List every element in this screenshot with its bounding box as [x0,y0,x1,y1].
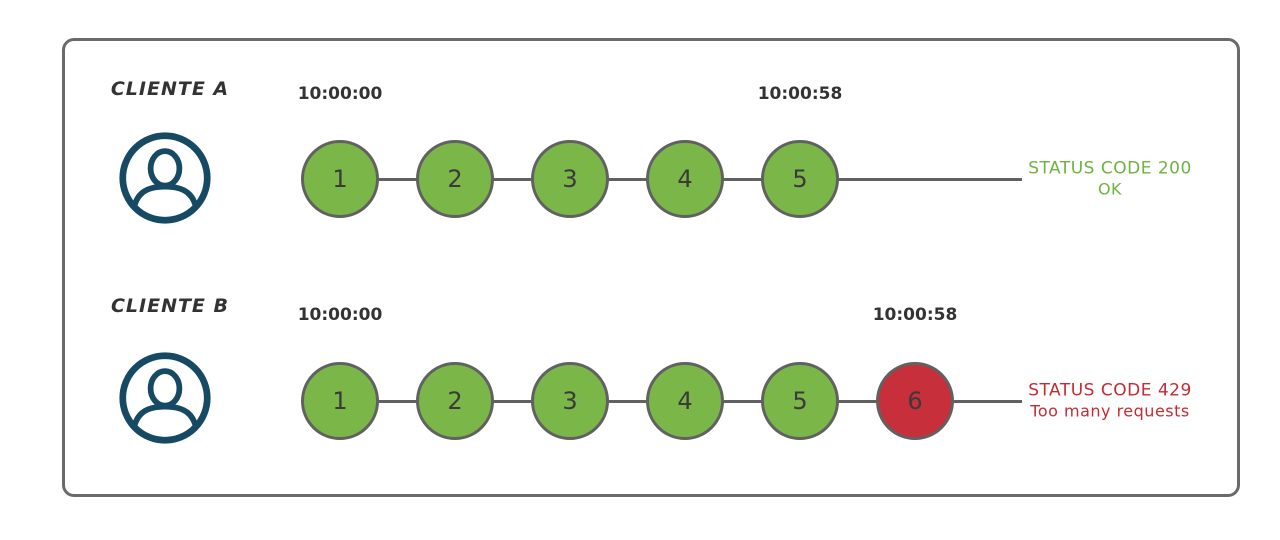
user-avatar-icon [117,130,213,226]
request-circle-5: 5 [761,140,839,218]
status-code-text: STATUS CODE 429 [1028,380,1192,401]
timestamp-label: 10:00:58 [872,305,958,325]
request-circle-4: 4 [646,362,724,440]
status-message-text: OK [1097,179,1123,199]
status-code-text: STATUS CODE 200 [1028,158,1192,179]
request-circle-3: 3 [531,362,609,440]
client-b-label: CLIENTE B [110,295,230,317]
request-circle-4: 4 [646,140,724,218]
client-b-status: STATUS CODE 429 Too many requests [1012,380,1208,421]
timestamp-label: 10:00:00 [297,84,383,104]
request-circle-3: 3 [531,140,609,218]
request-circle-2: 2 [416,362,494,440]
timestamp-label: 10:00:58 [757,84,843,104]
request-circle-2: 2 [416,140,494,218]
request-circle-6: 6 [876,362,954,440]
client-a-label: CLIENTE A [110,78,230,100]
status-message-text: Too many requests [1030,401,1190,421]
request-circle-5: 5 [761,362,839,440]
request-circle-1: 1 [301,362,379,440]
request-circle-1: 1 [301,140,379,218]
timestamp-label: 10:00:00 [297,305,383,325]
user-avatar-icon [117,350,213,446]
client-a-status: STATUS CODE 200 OK [1012,158,1208,199]
